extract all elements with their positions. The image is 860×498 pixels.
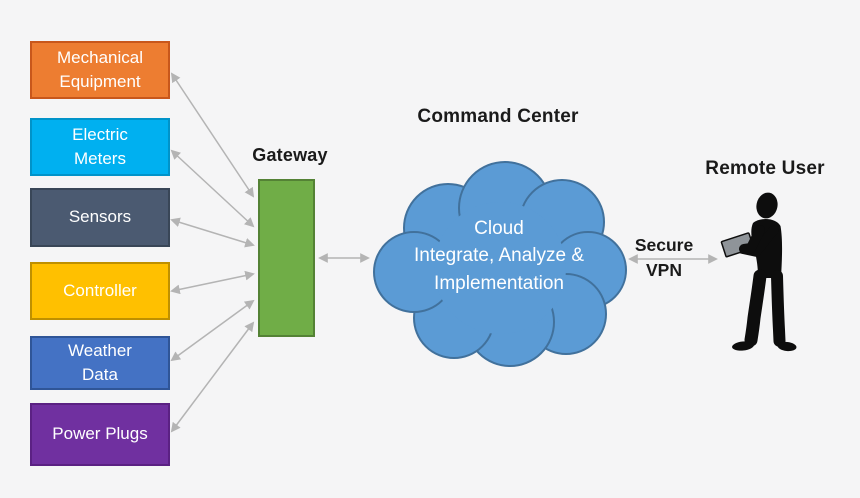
device-box-power-plugs: Power Plugs: [30, 403, 170, 466]
device-box-electric-meters: Electric Meters: [30, 118, 170, 176]
remote-user-label: Remote User: [705, 158, 825, 179]
secure-vpn-label: Secure VPN: [634, 235, 694, 280]
cloud-icon: [373, 161, 627, 367]
cloud-text: Cloud Integrate, Analyze & Implementatio…: [413, 217, 585, 294]
command-center-title: Command Center: [417, 106, 579, 127]
device-box-controller: Controller: [30, 262, 170, 320]
arrow-mechanical-gateway: [170, 72, 255, 198]
arrow-sensors-gateway: [170, 217, 255, 248]
arrow-plugs-gateway: [170, 321, 255, 433]
arrow-weather-gateway: [170, 299, 255, 362]
device-box-mechanical-equipment: Mechanical Equipment: [30, 41, 170, 99]
device-box-weather-data: Weather Data: [30, 336, 170, 390]
person-icon: [720, 192, 797, 352]
gateway-node: [258, 179, 315, 337]
gateway-label: Gateway: [252, 145, 328, 165]
arrow-controller-gateway: [170, 270, 255, 295]
remote-user-silhouette: [720, 192, 804, 356]
cloud-node: Cloud Integrate, Analyze & Implementatio…: [370, 150, 628, 372]
device-box-sensors: Sensors: [30, 188, 170, 247]
